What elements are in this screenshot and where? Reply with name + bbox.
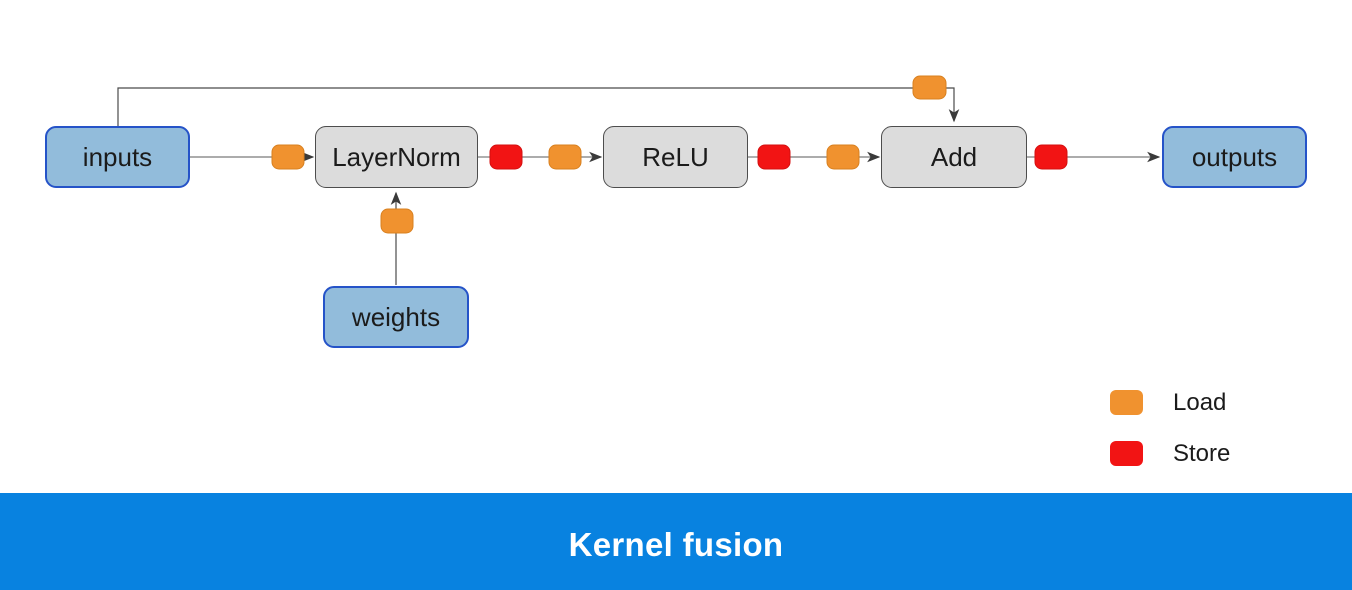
node-outputs-label: outputs <box>1191 141 1278 172</box>
edge-skip-inputs-to-add <box>117 87 960 126</box>
node-add: Add <box>881 126 1027 188</box>
load-marker-weights <box>380 208 414 234</box>
legend-row-load: Load <box>1110 388 1230 416</box>
load-marker-inputs <box>271 144 305 170</box>
node-weights: weights <box>323 286 469 348</box>
node-outputs: outputs <box>1162 126 1307 188</box>
node-weights-label: weights <box>351 301 441 332</box>
store-marker-relu <box>757 144 791 170</box>
node-layernorm: LayerNorm <box>315 126 478 188</box>
store-marker-add <box>1034 144 1068 170</box>
caption-title: Kernel fusion <box>568 526 784 563</box>
legend-load-label: Load <box>1173 388 1227 416</box>
store-swatch <box>1110 441 1143 466</box>
node-add-label: Add <box>930 141 978 172</box>
legend: Load Store <box>1110 388 1231 467</box>
caption-banner: Kernel fusion <box>0 493 1352 590</box>
node-inputs: inputs <box>45 126 190 188</box>
load-marker-relu <box>548 144 582 170</box>
node-layernorm-label: LayerNorm <box>332 141 461 172</box>
load-swatch <box>1110 390 1143 415</box>
load-marker-skip <box>912 75 947 100</box>
node-inputs-label: inputs <box>82 141 153 172</box>
legend-store-label: Store <box>1173 439 1231 467</box>
node-relu: ReLU <box>603 126 748 188</box>
store-marker-layernorm <box>489 144 523 170</box>
load-marker-add <box>826 144 860 170</box>
legend-row-store: Store <box>1110 439 1231 467</box>
node-relu-label: ReLU <box>642 141 709 172</box>
